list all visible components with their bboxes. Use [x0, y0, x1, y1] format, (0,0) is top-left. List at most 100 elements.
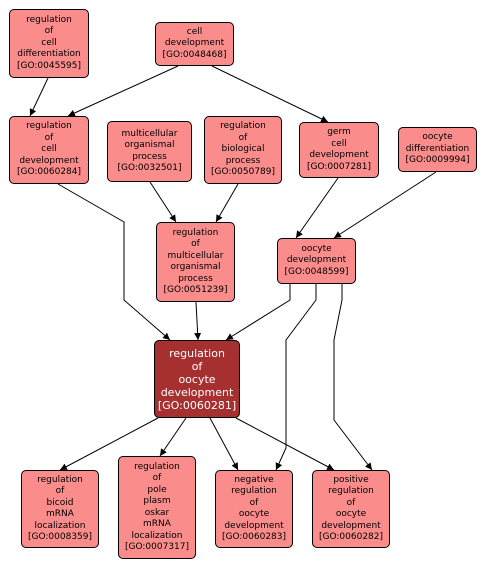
node-label-line: oocyte [238, 509, 270, 519]
node-label-line: of [44, 132, 54, 143]
edge-focus-to-positive [235, 417, 335, 471]
node-label-line: pole [147, 484, 167, 495]
node-label-line: [GO:0045595] [16, 60, 82, 71]
edge-diff-to-oocytedev [333, 171, 437, 239]
edge-focus-to-bicoid [59, 417, 159, 471]
node-label-line: regulation [231, 486, 277, 496]
node-label-line: oocyte [178, 372, 216, 386]
node-label-line: negative [234, 474, 274, 485]
edge-oocytedev-to-negative [275, 284, 317, 471]
node-label-line: development [160, 385, 234, 399]
node-label-line: regulation [37, 474, 83, 485]
node-label-line: development [286, 255, 347, 266]
edge-focus-to-pole [159, 417, 187, 457]
node-label-line: multicellular [167, 250, 224, 261]
node-label-line: oocyte [301, 243, 332, 254]
edge-diff-to-regcelldev [29, 77, 49, 117]
node-label-line: [GO:0060284] [16, 167, 82, 178]
node-label-line: regulation [169, 346, 225, 360]
node-label-line: development [19, 155, 79, 166]
node-label-line: of [238, 132, 248, 143]
edge-multicell-to-regmulti [149, 181, 177, 223]
edge-germ-to-oocytedev [295, 177, 339, 239]
node-label-line: of [152, 473, 162, 483]
node-label-line: development [321, 520, 381, 531]
edge-oocytedev-to-focus [225, 284, 291, 341]
node-label-line: [GO:0060281] [157, 398, 237, 412]
node-label-line: [GO:0032501] [117, 163, 182, 173]
node-label-line: [GO:0060282] [318, 532, 384, 542]
edge-regcelldev-to-focus [57, 183, 171, 341]
node-label-line: [GO:0007281] [306, 161, 372, 172]
node-label-line: of [44, 26, 54, 37]
node-label-line: mRNA [46, 509, 74, 519]
node-label-line: positive [333, 474, 369, 485]
node-label-line: process [225, 155, 261, 166]
node-label-line: of [249, 497, 259, 508]
node-label-line: process [132, 151, 167, 162]
node-label-line: biological [221, 144, 265, 155]
node-label-line: of [55, 486, 65, 496]
node-label-line: cell [41, 144, 57, 155]
node-label-line: bicoid [46, 497, 74, 508]
node-label-line: [GO:0048599] [284, 266, 349, 277]
edge-oocytedev-to-positive [333, 284, 373, 471]
node-label-line: development [309, 150, 369, 160]
node-label-line: regulation [172, 227, 219, 238]
node-label-line: differentiation [405, 143, 470, 154]
node-label-line: [GO:0051239] [163, 285, 228, 295]
node-label-line: regulation [220, 121, 266, 132]
edge-regbio-to-regmulti [215, 183, 239, 223]
node-label-line: regulation [328, 486, 374, 496]
node-label-line: localization [34, 520, 86, 531]
node-label-line: of [191, 359, 203, 373]
node-label-line: oocyte [335, 509, 367, 519]
node-label-line: [GO:0048468] [162, 49, 227, 60]
node-label-line: development [164, 38, 225, 49]
node-label-line: [GO:0050789] [210, 167, 276, 178]
node-label-line: regulation [26, 14, 72, 25]
node-label-line: [GO:0060283] [221, 532, 287, 542]
node-label-line: regulation [134, 461, 180, 472]
node-label-line: development [224, 520, 284, 531]
node-label-line: germ [327, 127, 351, 137]
node-label-line: of [346, 497, 356, 508]
node-label-line: differentiation [17, 49, 81, 60]
edge-celldev-to-germ [211, 65, 329, 123]
node-label-line: [GO:0008359] [27, 532, 93, 542]
node-label-line: regulation [26, 121, 72, 132]
node-label-line: [GO:0007317] [124, 542, 190, 552]
edge-celldev-to-regcelldev [67, 65, 179, 117]
edge-regmulti-to-focus [194, 301, 202, 341]
node-label-line: oskar [144, 507, 170, 518]
node-label-line: cell [186, 26, 203, 37]
node-label-line: mRNA [143, 519, 171, 529]
node-label-line: localization [131, 530, 183, 541]
node-label-line: of [191, 239, 200, 249]
node-label-line: oocyte [422, 132, 453, 143]
node-label-line: organismal [124, 140, 175, 150]
node-label-line: organismal [170, 262, 221, 272]
node-label-line: cell [331, 138, 347, 149]
node-label-line: plasm [143, 496, 171, 506]
node-label-line: multicellular [121, 128, 178, 139]
node-label-line: process [178, 273, 213, 284]
node-label-line: [GO:0009994] [405, 155, 470, 166]
edge-focus-to-negative [209, 417, 239, 471]
